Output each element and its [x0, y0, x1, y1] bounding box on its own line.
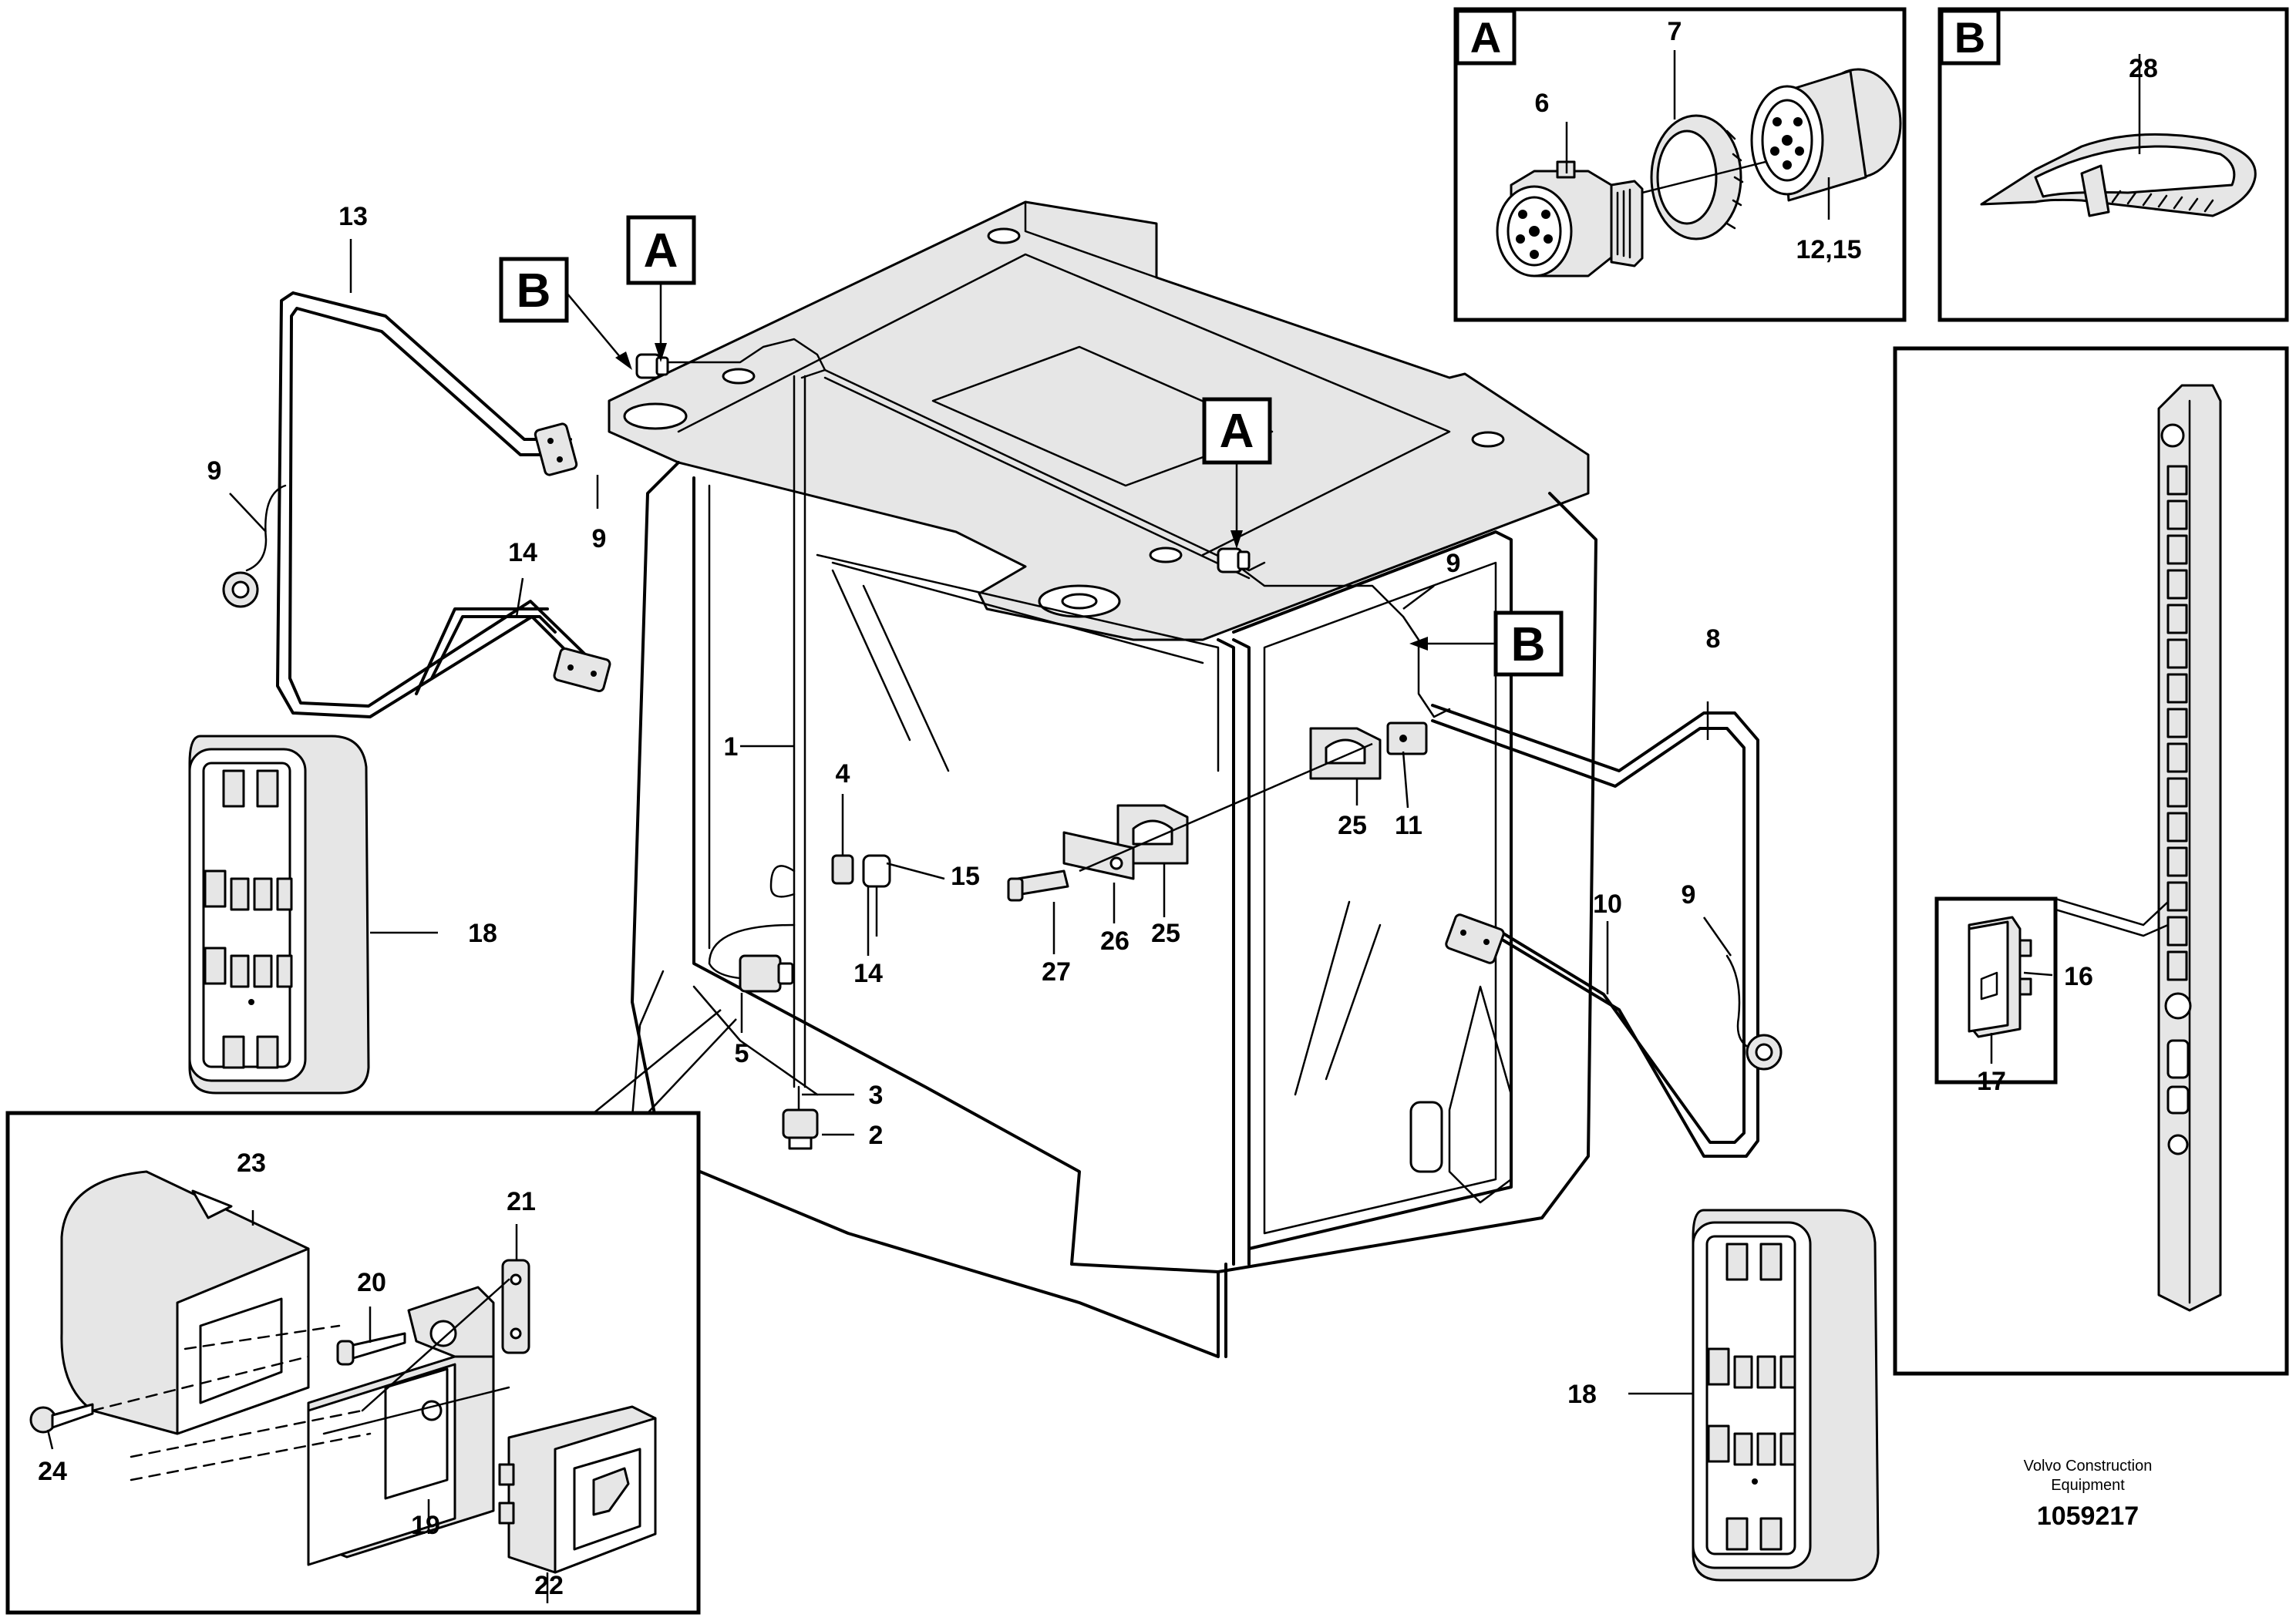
brackets-25-26-27 [1007, 727, 1382, 902]
leader-lines [46, 50, 2141, 1603]
label-9b: 9 [592, 524, 607, 553]
label-10: 10 [1593, 890, 1622, 919]
cable-tie-28 [1980, 133, 2257, 217]
label-12-15: 12,15 [1796, 235, 1861, 264]
document-number: 1059217 [2037, 1502, 2139, 1531]
label-27: 27 [1042, 957, 1071, 987]
credit-line-2: Equipment [2051, 1477, 2125, 1494]
callout-B-left: B [499, 257, 632, 370]
callout-B-right: B [1409, 610, 1564, 677]
plug-6 [1496, 160, 1644, 277]
label-18b: 18 [1567, 1380, 1597, 1409]
switch-22 [498, 1405, 657, 1574]
label-14a: 14 [508, 538, 537, 567]
part-labels: 1 2 3 4 5 6 7 8 9 9 9 9 10 11 12,15 13 1… [38, 17, 2158, 1600]
label-6: 6 [1535, 89, 1550, 118]
callout-B-right-text: B [1511, 618, 1546, 671]
receptacle-12-15 [1750, 68, 1902, 202]
label-9d: 9 [1682, 880, 1696, 910]
label-16: 16 [2064, 962, 2093, 991]
label-15: 15 [951, 862, 980, 891]
label-21: 21 [507, 1187, 536, 1216]
callout-A-left: A [626, 215, 696, 362]
connector-5 [739, 954, 794, 993]
work-light-18-left [188, 735, 370, 1095]
ring-7 [1650, 114, 1744, 240]
label-28: 28 [2129, 54, 2158, 83]
label-4: 4 [836, 759, 850, 789]
inset-A-tag: A [1470, 13, 1501, 62]
label-24: 24 [38, 1457, 67, 1486]
inset-B-tag: B [1954, 13, 1985, 62]
cab-body [631, 461, 1597, 1358]
callout-A-right: A [1202, 397, 1272, 549]
label-17: 17 [1977, 1067, 2006, 1096]
document-credit: Volvo Construction Equipment 1059217 [2024, 1458, 2153, 1531]
label-5: 5 [735, 1039, 749, 1068]
label-20: 20 [357, 1268, 386, 1297]
roof-connector-right [1217, 547, 1251, 573]
connector-4-15 [831, 854, 891, 888]
screw-24 [29, 1403, 94, 1434]
label-1: 1 [724, 732, 739, 762]
label-3: 3 [869, 1081, 884, 1110]
label-18a: 18 [468, 919, 497, 948]
callout-B-left-text: B [517, 264, 551, 318]
inset-switch-panel [1893, 346, 2289, 1376]
screw-20 [336, 1332, 406, 1366]
inset-A: A [1453, 7, 1907, 322]
roof-connector-left [635, 353, 669, 379]
label-13: 13 [338, 202, 368, 231]
credit-line-1: Volvo Construction [2024, 1458, 2153, 1475]
mirror-arm-13 [222, 291, 611, 718]
rocker-switch-16-17 [1968, 916, 2032, 1038]
label-9a: 9 [207, 456, 222, 486]
mirror-arm-8 [1386, 704, 1783, 1158]
label-25b: 25 [1151, 919, 1180, 948]
label-2: 2 [869, 1121, 884, 1150]
callout-A-right-text: A [1220, 405, 1254, 458]
label-23: 23 [237, 1148, 266, 1178]
callout-A-left-text: A [644, 224, 678, 277]
plug-2 [782, 1108, 819, 1150]
label-11: 11 [1395, 811, 1422, 840]
bezel-19 [307, 1286, 495, 1566]
label-9c: 9 [1446, 549, 1461, 578]
inset-detail [5, 1009, 737, 1615]
cab-roof [608, 200, 1590, 641]
label-19: 19 [411, 1511, 440, 1540]
label-8: 8 [1706, 624, 1721, 654]
dash-column [2157, 384, 2222, 1312]
label-7: 7 [1668, 17, 1682, 46]
label-22: 22 [534, 1571, 564, 1600]
label-14b: 14 [853, 959, 883, 988]
label-25a: 25 [1338, 811, 1367, 840]
inset-B: B [1937, 7, 2289, 322]
harness-1 [646, 338, 1451, 1111]
clip-21 [501, 1259, 530, 1354]
work-light-18-right [1692, 1209, 1880, 1582]
label-26: 26 [1100, 927, 1129, 956]
